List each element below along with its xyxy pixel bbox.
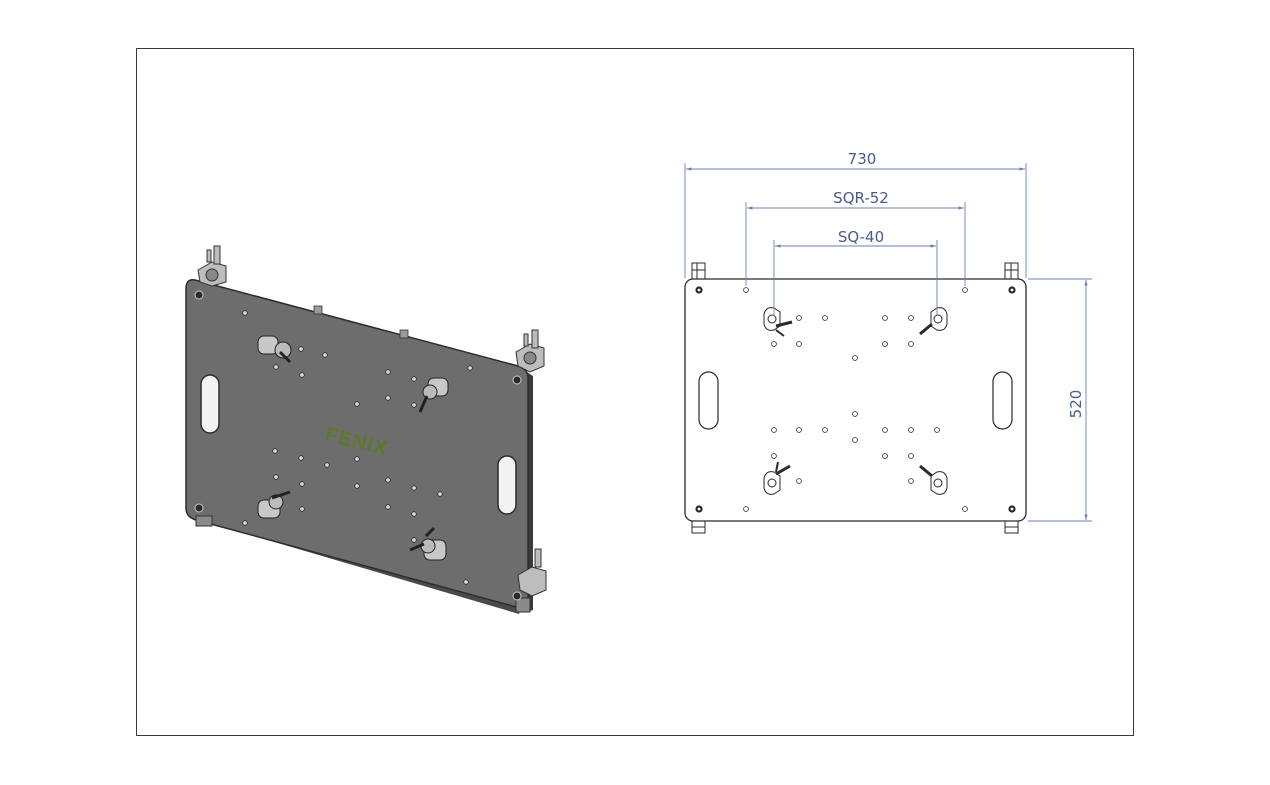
iso-clamp-top-left <box>197 245 227 287</box>
top-plate <box>684 278 1027 522</box>
dim-overall-width: 730 <box>848 150 877 168</box>
iso-coupler-2 <box>418 377 449 413</box>
top-coupler-top-left <box>763 307 793 337</box>
iso-clamp-top-right <box>515 329 545 373</box>
dim-sqr-spacing: SQR-52 <box>833 189 889 207</box>
top-handle-slot-right <box>992 371 1013 430</box>
iso-view: FENIX <box>185 245 547 614</box>
iso-holes <box>242 310 473 585</box>
dimension-lines <box>684 163 1092 522</box>
iso-coupler-3 <box>257 490 291 519</box>
top-view: 730 SQR-52 SQ-40 520 <box>684 150 1092 534</box>
top-handle-slot-left <box>698 371 719 430</box>
iso-handle-slot-left <box>200 374 220 434</box>
top-holes <box>743 287 968 512</box>
iso-coupler-4 <box>409 526 447 561</box>
iso-coupler-1 <box>257 335 292 364</box>
iso-corner-bolts <box>194 290 522 601</box>
dim-overall-height: 520 <box>1067 390 1085 419</box>
drawing-frame <box>136 48 1134 736</box>
top-coupler-top-right <box>919 307 948 336</box>
iso-handle-slot-right <box>497 455 517 515</box>
top-coupler-bottom-right <box>919 464 948 495</box>
top-coupler-bottom-left <box>763 461 791 495</box>
iso-clamp-bottom-left <box>195 515 213 527</box>
iso-clamp-bottom-right <box>515 548 547 613</box>
dim-sq-spacing: SQ-40 <box>838 228 884 246</box>
